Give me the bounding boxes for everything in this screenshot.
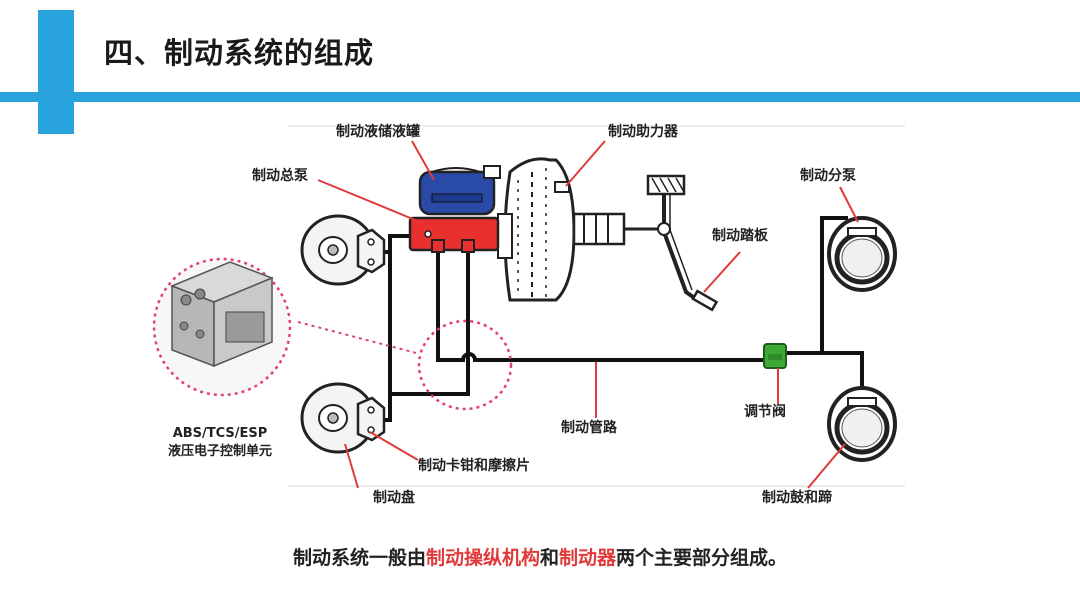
page-title: 四、制动系统的组成 (104, 36, 375, 70)
caption-part3: 两个主要部分组成。 (616, 547, 788, 569)
label-regulating-valve: 调节阀 (744, 404, 786, 420)
ecu-label-line1: ABS/TCS/ESP (172, 426, 268, 441)
front-disc-top (300, 214, 386, 286)
master-cylinder (408, 216, 500, 253)
front-disc-bottom (300, 382, 386, 454)
ecu-photo (169, 261, 275, 368)
label-caliper-and-pads: 制动卡钳和摩擦片 (418, 458, 530, 474)
label-brake-booster: 制动助力器 (608, 124, 678, 140)
label-brake-pedal: 制动踏板 (712, 228, 768, 244)
brake-pipe-network (376, 216, 864, 422)
callout-lines (317, 140, 859, 489)
rear-drum-bottom (827, 386, 897, 462)
label-wheel-cylinder: 制动分泵 (800, 168, 856, 184)
label-master-cylinder: 制动总泵 (252, 168, 308, 184)
label-ecu: ABS/TCS/ESP 液压电子控制单元 (150, 425, 290, 461)
regulating-valve (763, 343, 787, 369)
ecu-label-line2: 液压电子控制单元 (167, 444, 272, 459)
label-brake-pipe: 制动管路 (561, 420, 617, 436)
caption-part1: 制动系统一般由 (292, 547, 426, 569)
rear-drum-top (827, 216, 897, 292)
label-brake-disc: 制动盘 (373, 490, 415, 506)
slide-caption: 制动系统一般由制动操纵机构和制动器两个主要部分组成。 (0, 543, 1080, 570)
brake-booster (497, 157, 664, 302)
title-accent-bar (38, 10, 74, 134)
caption-highlight-operating-mechanism: 制动操纵机构 (425, 547, 540, 569)
caption-part2: 和 (539, 547, 559, 569)
fluid-reservoir (418, 165, 501, 216)
label-fluid-reservoir: 制动液储液罐 (336, 124, 420, 140)
label-drum-and-shoes: 制动鼓和蹄 (762, 490, 832, 506)
brake-pedal (646, 174, 719, 312)
hydraulic-control-unit-callout (152, 257, 513, 411)
header-rule (0, 92, 1080, 102)
caption-highlight-brake: 制动器 (559, 547, 617, 569)
